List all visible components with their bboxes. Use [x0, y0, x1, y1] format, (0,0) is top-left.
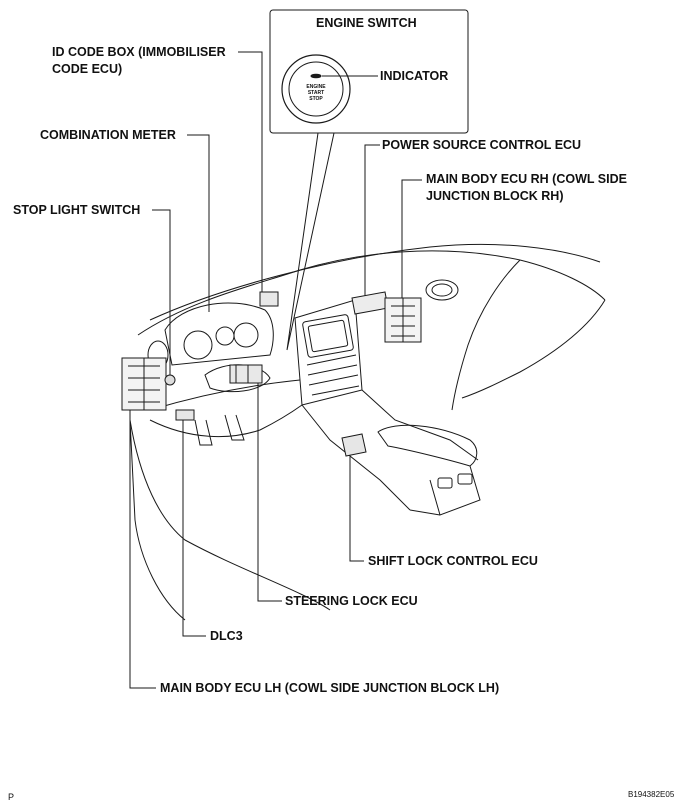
- console-right-side: [361, 389, 479, 461]
- steering-lock-ecu-detail: [235, 365, 249, 383]
- leader-main-body-ecu-rh: [401, 179, 422, 298]
- label-stop-light-switch: STOP LIGHT SWITCH: [13, 203, 141, 217]
- button-text-start: START: [307, 90, 325, 96]
- console-lower-line: [409, 509, 441, 516]
- right-door-trim: [461, 299, 606, 399]
- console-rear: [429, 465, 481, 516]
- meter-dial-left: [183, 330, 213, 360]
- engine-switch-title: ENGINE SWITCH: [316, 16, 417, 30]
- label-main-body-ecu-lh: MAIN BODY ECU LH (COWL SIDE JUNCTION BLO…: [160, 681, 500, 695]
- engine-switch-inset-frame: [269, 9, 469, 134]
- center-display: [302, 314, 354, 358]
- right-vent-inner: [431, 283, 453, 297]
- button-text-stop: STOP: [309, 96, 323, 102]
- pedal-area: [194, 414, 245, 446]
- shift-lock-ecu-part: [341, 433, 367, 457]
- label-id-code-box-line1: ID CODE BOX (IMMOBILISER: [52, 45, 226, 59]
- left-door-line: [129, 419, 186, 621]
- meter-hood: [164, 302, 274, 366]
- power-source-ecu-part: [351, 291, 389, 315]
- label-combination-meter: COMBINATION METER: [40, 128, 176, 142]
- windshield-base: [149, 243, 601, 321]
- leader-combination-meter: [187, 134, 210, 312]
- label-main-body-ecu-rh-line1: MAIN BODY ECU RH (COWL SIDE: [426, 172, 627, 186]
- dlc3-part: [175, 409, 195, 421]
- footer-left-mark: P: [8, 792, 15, 802]
- indicator-label: INDICATOR: [380, 69, 449, 83]
- right-vent: [425, 279, 459, 301]
- button-text-engine: ENGINE: [306, 84, 326, 90]
- console-rear-vent-right: [457, 473, 473, 485]
- center-stack-outline: [294, 299, 363, 406]
- leader-id-code-box: [238, 51, 263, 292]
- meter-dial-right: [233, 322, 259, 348]
- main-body-ecu-rh-detail: [391, 298, 415, 342]
- leader-shift-lock-ecu: [349, 456, 364, 562]
- label-power-source-control-ecu: POWER SOURCE CONTROL ECU: [382, 138, 582, 152]
- main-body-ecu-lh-detail: [128, 358, 160, 410]
- knee-panel: [149, 404, 303, 437]
- inset-callout-tail: [286, 132, 335, 351]
- leader-power-source-ecu: [364, 144, 380, 296]
- indicator-lamp: [310, 73, 322, 79]
- leader-steering-lock-ecu: [257, 383, 282, 602]
- steering-lock-ecu-part: [229, 364, 263, 384]
- engine-switch-button-inner: [288, 61, 344, 117]
- label-dlc3: DLC3: [210, 629, 243, 643]
- label-id-code-box-line2: CODE ECU): [52, 62, 123, 76]
- leader-stop-light-switch: [152, 209, 171, 375]
- dash-right-edge: [451, 259, 521, 411]
- console-left-side: [301, 404, 411, 511]
- figure-code: B194382E05: [628, 790, 675, 799]
- armrest-top: [377, 424, 478, 467]
- label-steering-lock-ecu: STEERING LOCK ECU: [285, 594, 418, 608]
- label-main-body-ecu-rh-line2: JUNCTION BLOCK RH): [426, 189, 564, 203]
- stop-light-switch-part: [164, 374, 176, 386]
- engine-switch-button-outer: [281, 54, 351, 124]
- dash-top-outline: [137, 250, 606, 336]
- console-rear-vent-left: [437, 477, 453, 489]
- center-stack-buttons: [306, 354, 360, 396]
- leader-dlc3: [182, 420, 206, 637]
- meter-dial-center: [215, 326, 235, 346]
- center-display-inner: [307, 319, 349, 353]
- leader-main-body-ecu-lh: [129, 410, 156, 689]
- floor-line-left: [129, 419, 331, 611]
- id-code-box-part: [259, 291, 279, 307]
- label-shift-lock-control-ecu: SHIFT LOCK CONTROL ECU: [368, 554, 538, 568]
- steering-hub: [204, 364, 271, 393]
